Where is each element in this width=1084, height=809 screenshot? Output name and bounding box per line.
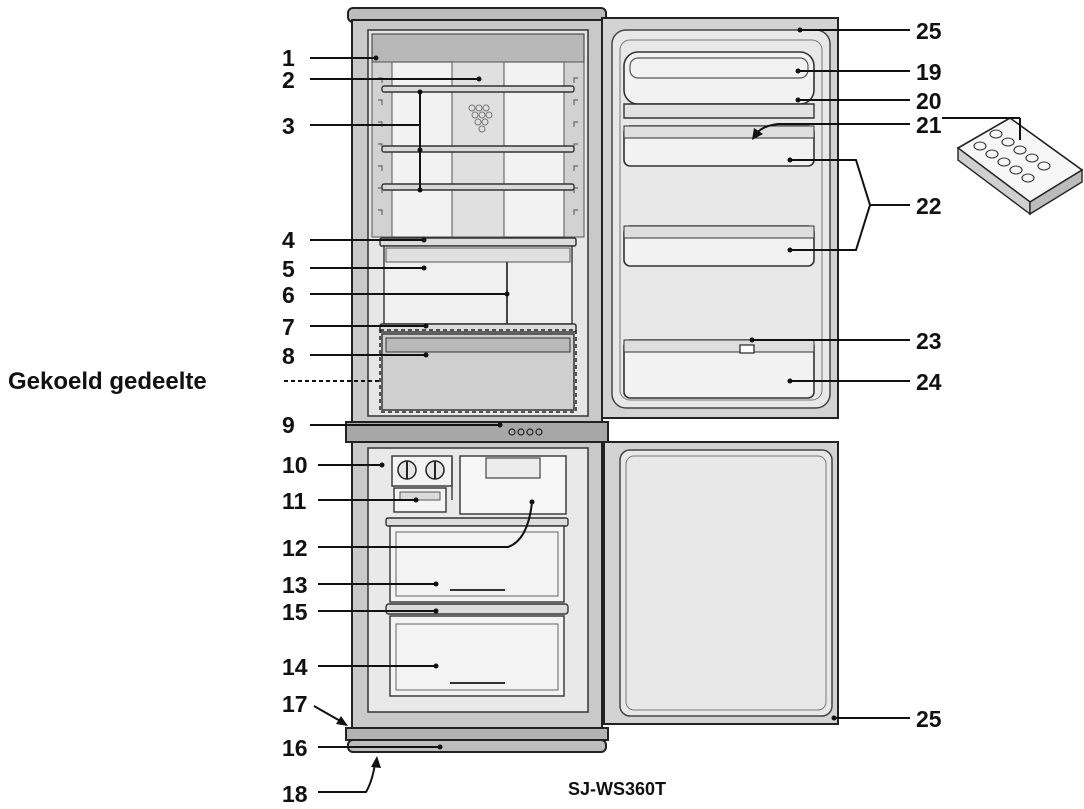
chilled-compartment-label: Gekoeld gedeelte (8, 368, 207, 395)
label-14: 14 (282, 654, 308, 680)
label-8: 8 (282, 343, 295, 369)
label-22: 22 (916, 193, 942, 219)
fridge-door (601, 17, 839, 419)
label-9: 9 (282, 412, 295, 438)
label-23: 23 (916, 328, 942, 354)
freezer-door (603, 441, 839, 725)
callout-labels: 1 2 3 4 5 6 7 8 Gekoeld gedeelte 9 10 11… (8, 18, 942, 807)
label-7: 7 (282, 314, 295, 340)
label-13: 13 (282, 572, 308, 598)
label-21: 21 (916, 112, 942, 138)
label-11: 11 (282, 488, 307, 514)
label-1: 1 (282, 45, 295, 71)
label-12: 12 (282, 535, 308, 561)
label-3: 3 (282, 113, 295, 139)
label-15: 15 (282, 599, 308, 625)
label-6: 6 (282, 282, 295, 308)
label-5: 5 (282, 256, 295, 282)
label-10: 10 (282, 452, 308, 478)
ice-tray (956, 117, 1084, 216)
label-16: 16 (282, 735, 308, 761)
leader-lines (284, 27, 1021, 793)
label-19: 19 (916, 59, 942, 85)
fridge-cabinet (345, 7, 609, 753)
label-18: 18 (282, 781, 308, 807)
label-24: 24 (916, 369, 942, 395)
label-25-bottom: 25 (916, 706, 942, 732)
label-17: 17 (282, 691, 308, 717)
label-20: 20 (916, 88, 942, 114)
label-2: 2 (282, 67, 295, 93)
label-25-top: 25 (916, 18, 942, 44)
label-4: 4 (282, 227, 295, 253)
model-number: SJ-WS360T (568, 779, 666, 799)
